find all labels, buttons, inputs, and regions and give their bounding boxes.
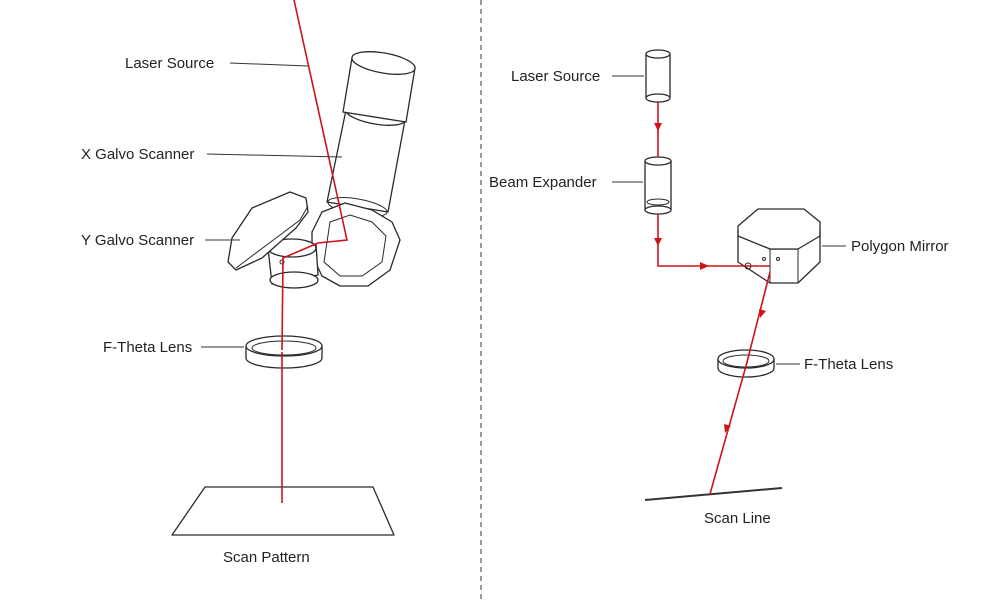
laser-beam-left xyxy=(281,0,348,351)
beam-expander-cylinder xyxy=(644,156,672,215)
galvo-system: Laser Source X Galvo Scanner Y Galvo Sca… xyxy=(81,0,416,566)
label-y-galvo-scanner: Y Galvo Scanner xyxy=(81,232,194,249)
f-theta-lens-left xyxy=(245,335,323,369)
label-beam-expander: Beam Expander xyxy=(489,174,597,191)
laser-beam-right-2 xyxy=(657,214,770,267)
label-x-galvo-scanner: X Galvo Scanner xyxy=(81,146,194,163)
beam-arrow-2 xyxy=(654,238,662,246)
polygon-mirror xyxy=(737,208,821,284)
scan-line xyxy=(644,487,783,501)
x-galvo-motor xyxy=(326,51,416,217)
label-scan-pattern: Scan Pattern xyxy=(223,549,310,566)
beam-arrow-1 xyxy=(654,123,662,131)
label-laser-source-right: Laser Source xyxy=(511,68,600,85)
laser-source-cylinder xyxy=(645,49,671,103)
laser-beam-right-3 xyxy=(709,271,771,495)
polygon-system: Laser Source Beam Expander Polygon Mirro… xyxy=(489,49,949,527)
label-f-theta-lens-left: F-Theta Lens xyxy=(103,339,192,356)
label-scan-line: Scan Line xyxy=(704,510,771,527)
x-mirror-face xyxy=(323,214,387,277)
label-polygon-mirror: Polygon Mirror xyxy=(851,238,949,255)
y-galvo-motor xyxy=(267,238,319,289)
beam-arrow-3 xyxy=(700,262,709,270)
beam-arrow-4 xyxy=(759,309,766,318)
x-galvo-mirror xyxy=(311,202,401,287)
scan-pattern-plane xyxy=(171,486,395,536)
label-laser-source-left: Laser Source xyxy=(125,55,214,72)
y-galvo-mirror xyxy=(227,191,309,271)
label-f-theta-lens-right: F-Theta Lens xyxy=(804,356,893,373)
beam-arrow-5 xyxy=(724,424,731,433)
